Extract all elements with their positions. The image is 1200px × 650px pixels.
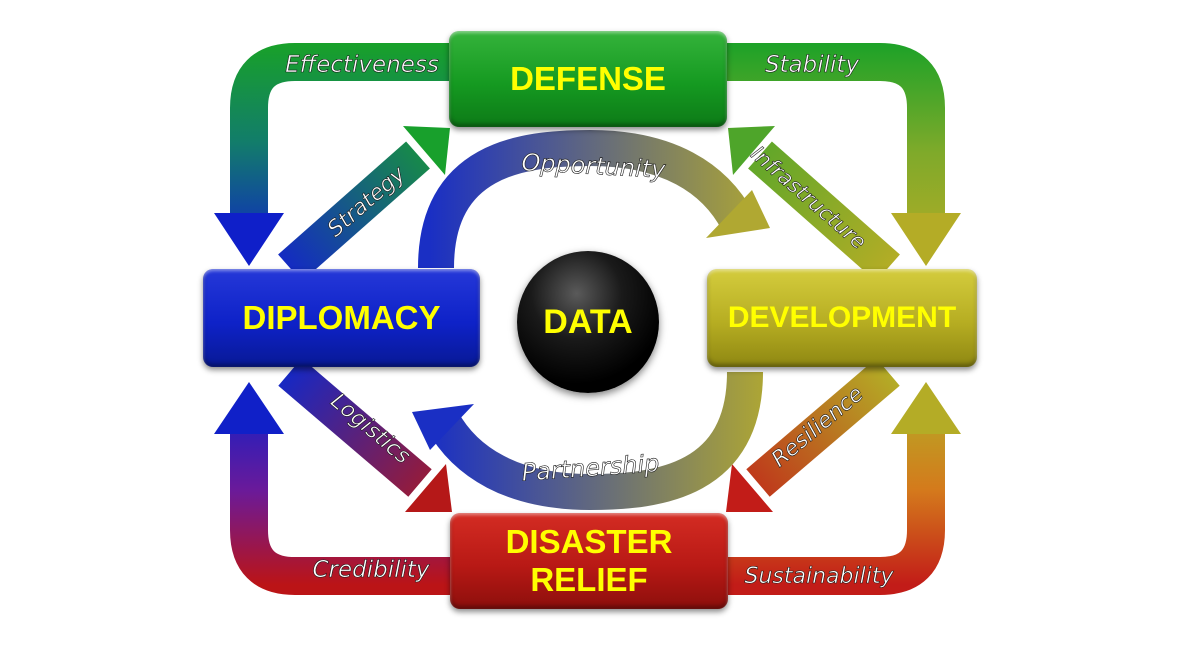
arrowhead-stability [891, 213, 961, 266]
arrowhead-resilience [726, 464, 773, 512]
label-effectiveness: Effectiveness [285, 52, 439, 78]
label-sustainability: Sustainability [745, 564, 895, 589]
arrow-opportunity [418, 129, 754, 269]
label-infrastructure: Infrastructure [746, 141, 871, 254]
arrowhead-opportunity [706, 190, 770, 238]
arrow-credibility [230, 432, 450, 595]
arrowhead-credibility [214, 382, 284, 434]
label-stability: Stability [765, 52, 860, 78]
label-strategy: Strategy [323, 161, 411, 242]
arrow-sustainability [728, 432, 945, 595]
arrow-resilience [746, 358, 900, 497]
label-resilience: Resilience [767, 382, 869, 473]
development-label: DEVELOPMENT [727, 301, 957, 334]
disaster-relief-label-line2: RELIEF [530, 561, 648, 598]
arrow-stability [727, 43, 945, 215]
defense-label: DEFENSE [510, 60, 666, 97]
label-credibility: Credibility [312, 557, 429, 583]
arrowhead-logistics [405, 464, 452, 512]
defense-box: DEFENSE [449, 31, 727, 127]
development-box: DEVELOPMENT [707, 269, 977, 367]
arrowhead-strategy [403, 126, 450, 175]
disaster-relief-box: DISASTER RELIEF [450, 513, 728, 609]
arrowhead-effectiveness [214, 213, 284, 266]
arrow-partnership [426, 371, 763, 511]
arrow-effectiveness [230, 43, 449, 215]
arrowhead-sustainability [891, 382, 961, 434]
data-circle: DATA [517, 251, 659, 393]
arrowhead-infrastructure [728, 126, 775, 175]
arrowhead-partnership [412, 404, 474, 450]
data-label: DATA [543, 302, 633, 341]
arrow-strategy [278, 141, 430, 282]
arrow-logistics [278, 358, 432, 497]
diplomacy-box: DIPLOMACY [203, 269, 480, 367]
diplomacy-label: DIPLOMACY [242, 299, 441, 336]
disaster-relief-label-line1: DISASTER [505, 523, 673, 560]
arrow-infrastructure [748, 141, 900, 282]
